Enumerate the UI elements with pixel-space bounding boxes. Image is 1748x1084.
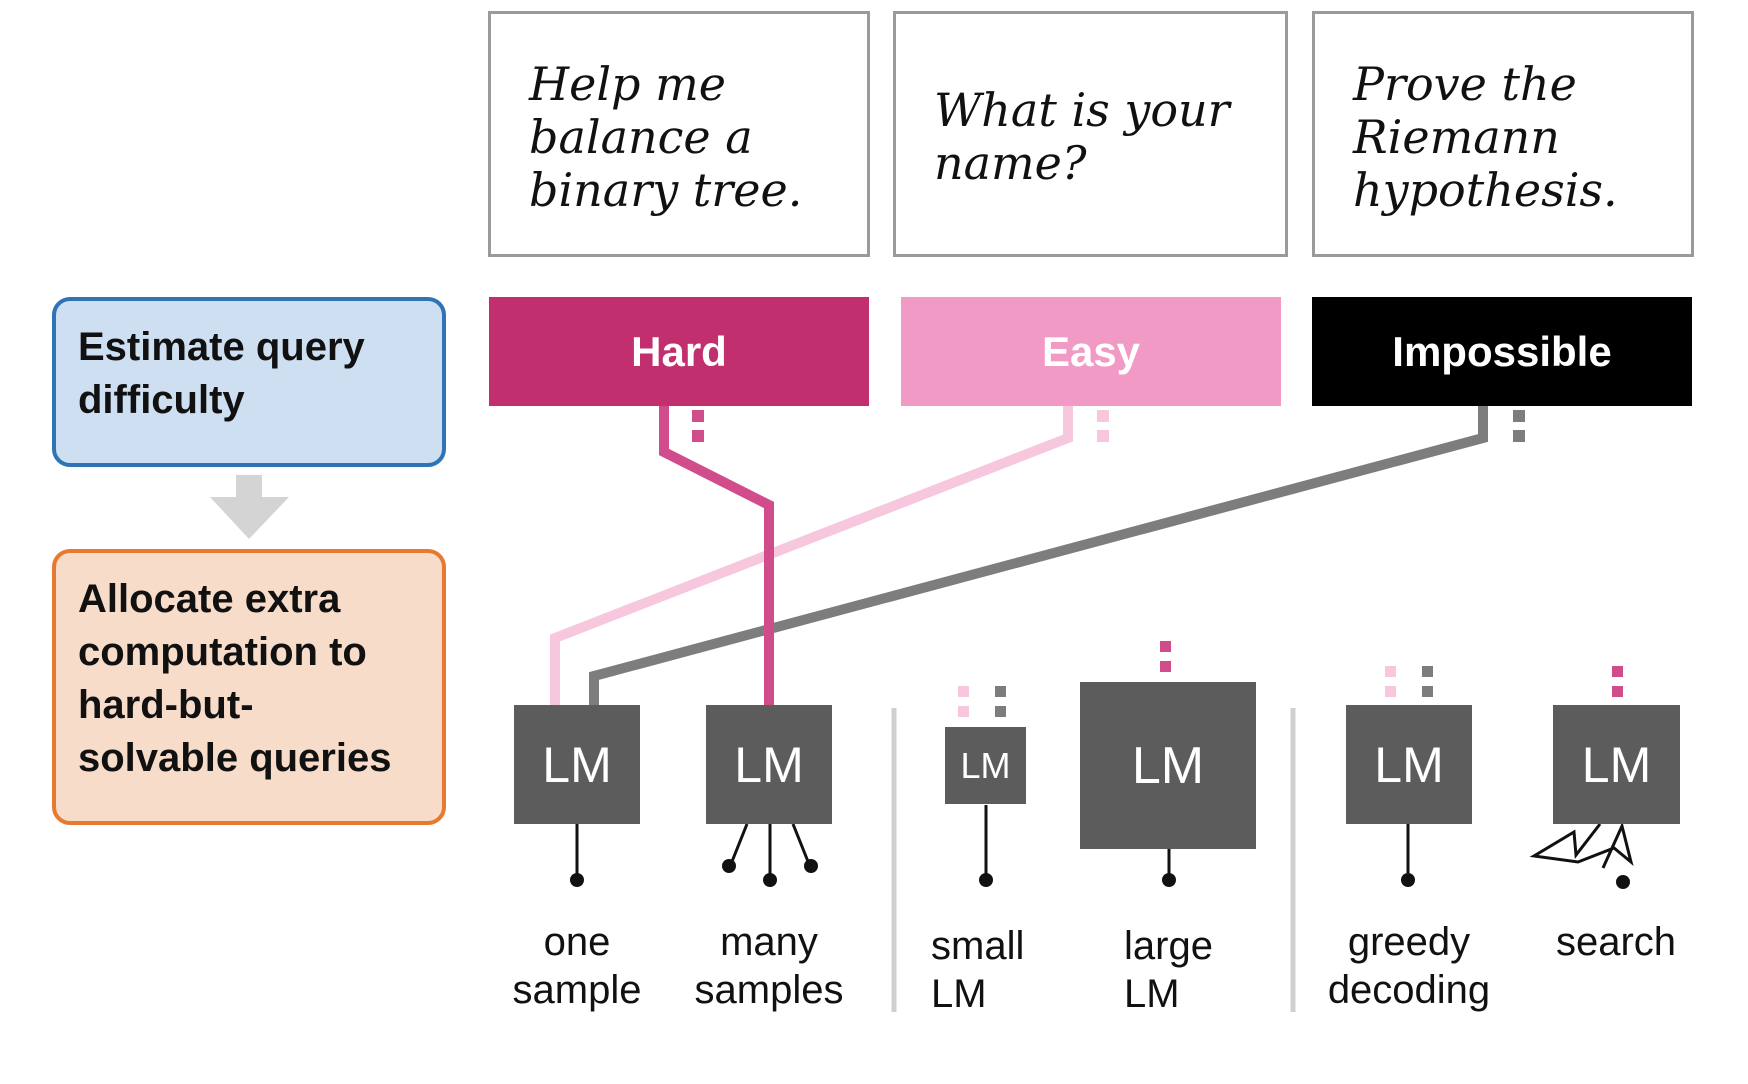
large-lm-hard-dots — [1160, 661, 1171, 672]
lm-box-small: LM — [945, 727, 1026, 804]
label-many-samples: many samples — [694, 920, 844, 1012]
search-path-icon — [1529, 821, 1634, 889]
small-lm-easy-dots — [958, 686, 969, 697]
small-lm-output-icon — [979, 805, 993, 887]
large-lm-output-icon — [1162, 849, 1176, 887]
lm-box-search: LM — [1553, 705, 1680, 824]
greedy-easy-dots — [1385, 666, 1396, 677]
query-text: What is your name? — [934, 83, 1230, 190]
difficulty-easy-box: Easy — [901, 297, 1281, 406]
impossible-dots — [1513, 430, 1525, 442]
hard-dots — [692, 430, 704, 442]
label-one-sample: one sample — [512, 920, 642, 1012]
estimate-difficulty-text: Estimate query difficulty — [78, 325, 365, 422]
large-lm-hard-dots — [1160, 641, 1171, 652]
query-box-name: What is your name? — [893, 11, 1288, 257]
small-lm-impossible-dots — [995, 686, 1006, 697]
search-hard-dots — [1612, 686, 1623, 697]
search-hard-dots — [1612, 666, 1623, 677]
small-lm-impossible-dots — [995, 706, 1006, 717]
one-sample-output-icon — [570, 824, 584, 887]
difficulty-impossible-box: Impossible — [1312, 297, 1692, 406]
lm-box-one-sample: LM — [514, 705, 640, 824]
greedy-output-icon — [1401, 824, 1415, 887]
small-lm-easy-dots — [958, 706, 969, 717]
query-text: Prove the Riemann hypothesis. — [1353, 57, 1618, 217]
down-arrow-icon — [210, 475, 289, 539]
greedy-impossible-dots — [1422, 686, 1433, 697]
allocate-computation-box: Allocate extra computation to hard-but- … — [52, 549, 446, 825]
lm-box-greedy: LM — [1346, 705, 1472, 824]
many-samples-output-icon — [722, 823, 818, 887]
label-large-lm: large LM — [1124, 924, 1213, 1016]
easy-dots — [1097, 410, 1109, 422]
route-hard-line — [659, 404, 774, 705]
label-search: search — [1555, 920, 1677, 964]
greedy-impossible-dots — [1422, 666, 1433, 677]
lm-box-many-samples: LM — [706, 705, 832, 824]
allocate-computation-text: Allocate extra computation to hard-but- … — [78, 577, 392, 780]
query-box-binary-tree: Help me balance a binary tree. — [488, 11, 870, 257]
query-text: Help me balance a binary tree. — [529, 57, 803, 217]
estimate-difficulty-box: Estimate query difficulty — [52, 297, 446, 467]
hard-dots — [692, 410, 704, 422]
label-small-lm: small LM — [931, 924, 1025, 1016]
impossible-dots — [1513, 410, 1525, 422]
query-box-riemann: Prove the Riemann hypothesis. — [1312, 11, 1694, 257]
route-easy-line — [550, 404, 1073, 705]
greedy-easy-dots — [1385, 686, 1396, 697]
route-impossible-line — [589, 404, 1488, 705]
difficulty-hard-box: Hard — [489, 297, 869, 406]
easy-dots — [1097, 430, 1109, 442]
lm-box-large: LM — [1080, 682, 1256, 849]
label-greedy-decoding: greedy decoding — [1327, 920, 1491, 1012]
